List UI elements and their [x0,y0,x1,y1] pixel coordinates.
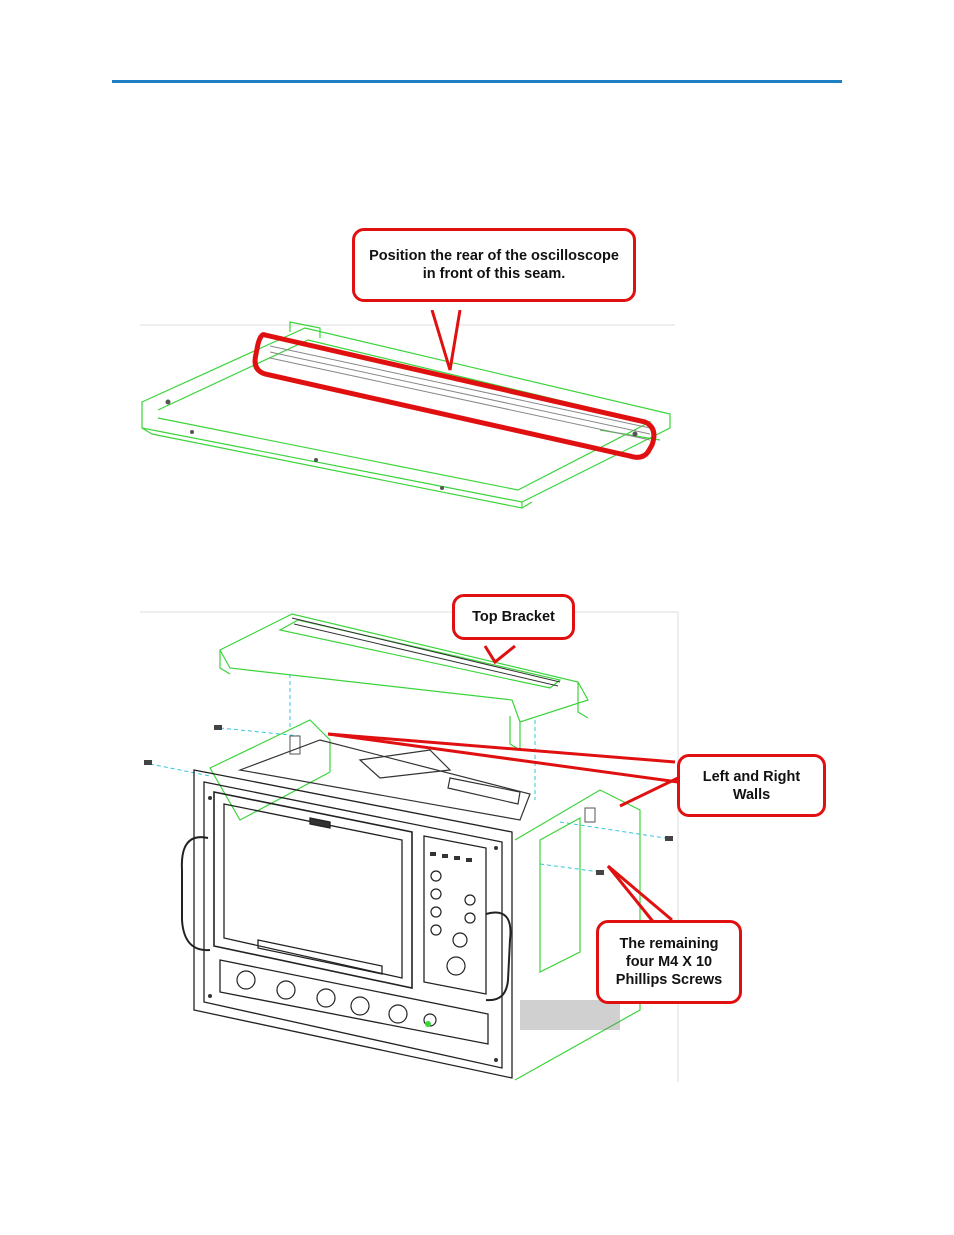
top-bracket-callout: Top Bracket [452,594,575,640]
seam-callout: Position the rear of the oscilloscope in… [352,228,636,302]
walls-callout: Left and Right Walls [677,754,826,817]
header-rule [112,80,842,83]
screws-callout: The remaining four M4 X 10 Phillips Scre… [596,920,742,1004]
tray-figure [130,310,690,530]
oscilloscope-figure [130,600,690,1090]
